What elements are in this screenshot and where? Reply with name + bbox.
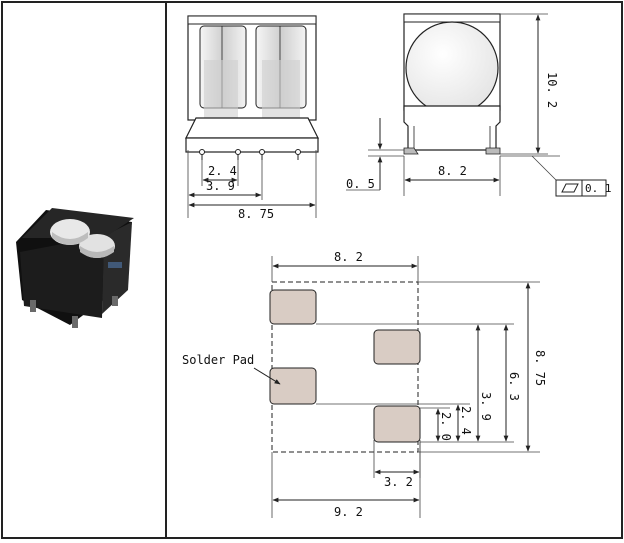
solder-pad-label: Solder Pad [182, 353, 254, 367]
fp-dim-top-width: 8. 2 [334, 250, 363, 264]
side-view: 10. 2 0. 5 8. 2 0. 1 [346, 13, 612, 197]
front-dim-pin-pitch: 2. 4 [208, 164, 237, 178]
fp-dim-pitch: 2. 4 [459, 406, 473, 435]
solder-pad [269, 289, 317, 325]
side-dim-standoff: 0. 5 [346, 177, 375, 191]
fp-dim-pad-height: 2. 0 [439, 412, 453, 441]
side-dim-height: 10. 2 [545, 72, 559, 108]
front-dim-width: 8. 75 [238, 207, 274, 221]
fp-dim-overall-height: 8. 75 [533, 350, 547, 386]
footprint-view: Solder Pad 8. 2 8. 75 6. 3 3. 9 2. 4 2. … [182, 250, 547, 519]
component-photo [16, 208, 134, 328]
solder-pad [269, 367, 317, 405]
fp-dim-pad-width: 3. 2 [384, 475, 413, 489]
fp-dim-row-span: 6. 3 [507, 372, 521, 401]
solder-pad [373, 329, 421, 365]
front-view: 2. 4 3. 9 8. 75 [185, 15, 319, 221]
front-dim-inner-span: 3. 9 [206, 179, 235, 193]
fp-dim-overall-width: 9. 2 [334, 505, 363, 519]
fp-dim-mid-span: 3. 9 [479, 392, 493, 421]
coplanarity-value: 0. 1 [585, 182, 612, 195]
solder-pad [373, 405, 421, 443]
side-dim-width: 8. 2 [438, 164, 467, 178]
